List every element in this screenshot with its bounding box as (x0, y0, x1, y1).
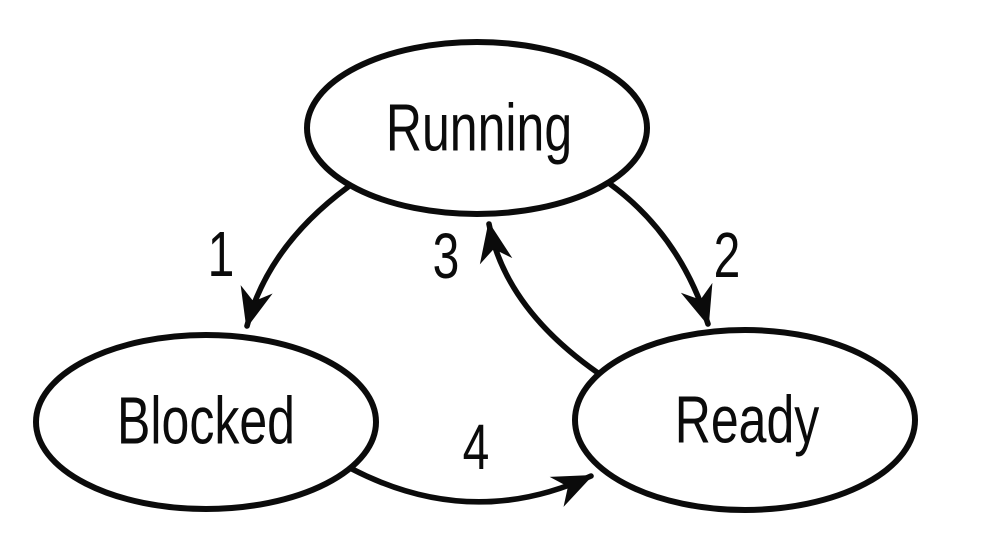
state-ready-ellipse (572, 327, 918, 513)
transition-1-label: 1 (207, 220, 235, 291)
arrow-blocked-to-ready (349, 466, 594, 507)
arrow-running-to-blocked (240, 184, 351, 329)
state-running-ellipse (304, 39, 650, 217)
arrow-running-to-ready (607, 181, 713, 327)
transition-3-label: 3 (432, 222, 460, 293)
state-running-label: Running (385, 90, 573, 166)
transition-2-label: 2 (713, 221, 741, 292)
arrow-ready-to-running (479, 221, 601, 376)
state-blocked-ellipse (33, 332, 379, 512)
transition-4-label: 4 (462, 413, 490, 484)
state-ready-label: Ready (674, 382, 820, 458)
state-blocked-label: Blocked (117, 383, 295, 459)
